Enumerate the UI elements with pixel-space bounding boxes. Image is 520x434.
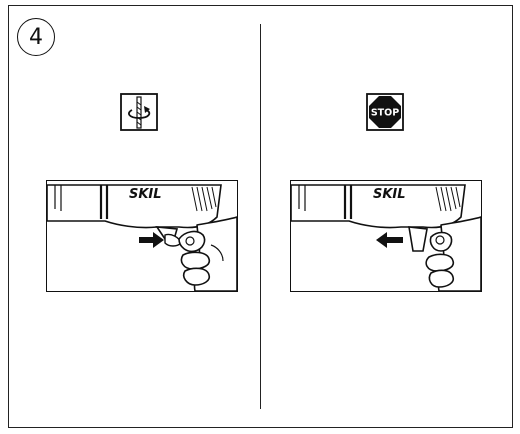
figure-frame: 4 STOP SKIL — [8, 5, 513, 428]
hand — [178, 216, 237, 291]
panel-divider — [260, 24, 261, 409]
release-arrow-icon — [376, 232, 403, 248]
trigger — [408, 226, 428, 252]
drill-brand-label: SKIL — [129, 187, 162, 202]
press-arrow-icon — [139, 232, 164, 248]
stop-octagon-icon: STOP — [366, 93, 404, 131]
rotation-arrow-on-drill-bit-icon — [120, 93, 158, 131]
drill-body — [47, 184, 222, 229]
trigger — [155, 226, 182, 247]
stop-sign-label: STOP — [371, 108, 399, 119]
hand — [425, 216, 481, 291]
left-illustration-panel: SKIL — [46, 180, 238, 292]
drill-brand-label: SKIL — [373, 187, 406, 202]
right-illustration-panel: SKIL — [290, 180, 482, 292]
step-number-badge: 4 — [17, 18, 55, 56]
